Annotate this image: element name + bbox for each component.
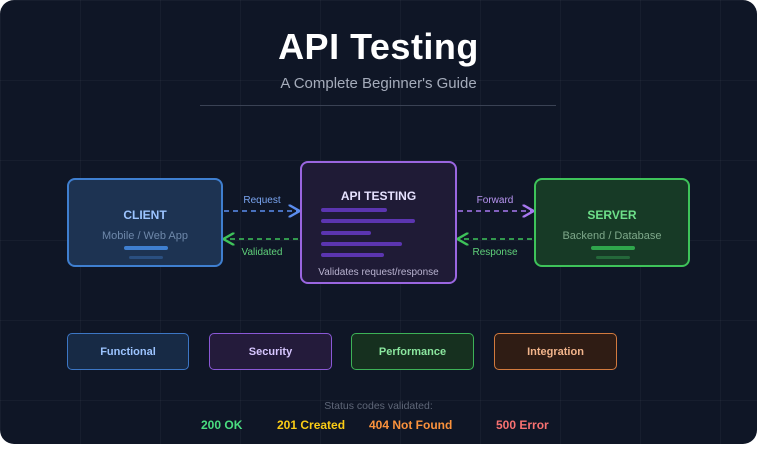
client-node: CLIENT Mobile / Web App bbox=[67, 178, 223, 267]
server-subtitle: Backend / Database bbox=[562, 230, 662, 242]
client-bar bbox=[124, 246, 168, 250]
page-subtitle: A Complete Beginner's Guide bbox=[280, 75, 477, 92]
client-title: CLIENT bbox=[123, 208, 167, 222]
api-line bbox=[321, 231, 371, 235]
server-bar bbox=[591, 246, 635, 250]
title-divider bbox=[200, 105, 556, 106]
api-line bbox=[321, 208, 387, 212]
status-code-201: 201 Created bbox=[277, 418, 346, 432]
client-subtitle: Mobile / Web App bbox=[101, 230, 188, 242]
api-testing-node: API TESTING Validates request/response bbox=[300, 161, 457, 284]
api-line bbox=[321, 242, 402, 246]
status-code-404: 404 Not Found bbox=[369, 418, 453, 432]
server-node: SERVER Backend / Database bbox=[534, 178, 690, 267]
test-type-security: Security bbox=[209, 333, 332, 370]
forward-label: Forward bbox=[476, 195, 514, 206]
test-type-performance: Performance bbox=[351, 333, 474, 370]
api-caption: Validates request/response bbox=[318, 267, 439, 278]
status-code-200: 200 OK bbox=[201, 418, 243, 432]
request-label: Request bbox=[243, 195, 281, 206]
server-bar bbox=[596, 256, 630, 259]
diagram-card: API Testing A Complete Beginner's Guide … bbox=[0, 0, 757, 444]
test-type-integration: Integration bbox=[494, 333, 617, 370]
test-type-functional: Functional bbox=[67, 333, 189, 370]
api-line bbox=[321, 219, 415, 223]
validated-label: Validated bbox=[241, 247, 283, 258]
flow-arrows bbox=[0, 0, 757, 444]
status-code-500: 500 Error bbox=[496, 418, 549, 432]
api-line bbox=[321, 253, 384, 257]
server-title: SERVER bbox=[587, 208, 637, 222]
api-title: API TESTING bbox=[340, 189, 417, 203]
client-bar bbox=[129, 256, 163, 259]
page-title: API Testing bbox=[278, 26, 479, 67]
response-label: Response bbox=[472, 247, 518, 258]
status-caption: Status codes validated: bbox=[324, 400, 433, 412]
